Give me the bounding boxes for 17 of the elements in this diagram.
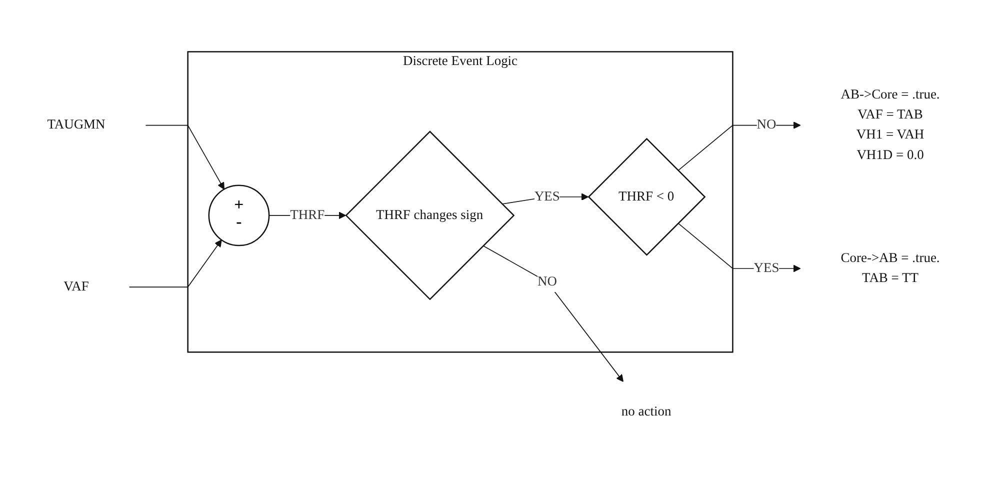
edge-label: YES (534, 190, 560, 204)
node-text: Core->AB = .true. TAB = TT (840, 251, 940, 286)
node-circle: + - (208, 185, 270, 247)
node-text: no action (621, 404, 672, 420)
arrow (128, 240, 222, 288)
edge-label: NO (756, 118, 776, 132)
edge-label: NO (537, 274, 557, 290)
node-diamond: THRF changes sign (345, 131, 515, 301)
arrow (145, 125, 224, 190)
arrow (678, 122, 801, 172)
node-text: TAUGMN (47, 118, 106, 132)
node-text: VAF (64, 280, 89, 294)
arrow (482, 246, 624, 382)
node-text: AB->Core = .true. VAF = TAB VH1 = VAH VH1D = 0.0 (840, 88, 940, 163)
edge-label: THRF (290, 208, 325, 223)
node-diamond: THRF < 0 (588, 138, 706, 256)
edge-label: YES (754, 261, 780, 276)
